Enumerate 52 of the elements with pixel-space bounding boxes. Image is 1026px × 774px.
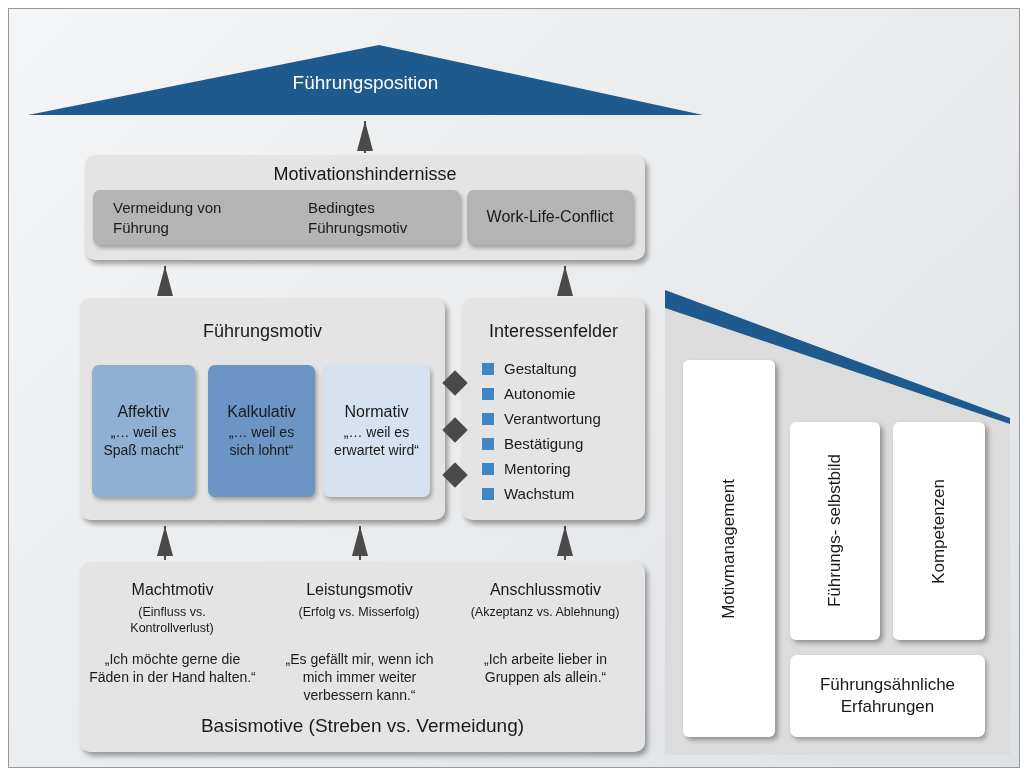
list-item: Wachstum (504, 485, 575, 502)
pillar-box (790, 422, 880, 640)
motive-title: Anschlussmotiv (488, 580, 603, 600)
arrow (557, 525, 573, 561)
arrow (352, 525, 368, 561)
motive-subtitle: (Erfolg vs. Misserfolg) (297, 604, 421, 621)
category-box (467, 190, 633, 245)
category-box (790, 655, 985, 737)
box-title: Normativ (343, 402, 410, 423)
quote-text: „… weil es sich lohnt“ (227, 423, 296, 460)
motive-subtitle: (Einfluss vs. Kontrollverlust) (129, 604, 215, 637)
pillar-box (893, 422, 985, 640)
motive-title: Machtmotiv (130, 580, 215, 600)
motive-card (208, 365, 315, 497)
panel (80, 298, 445, 520)
panel-title: Basismotive (Streben vs. Vermeidung) (199, 714, 526, 738)
pillar-box (683, 360, 775, 737)
quote-text: „… weil es Spaß macht“ (102, 423, 185, 460)
arrow (157, 265, 173, 297)
arrow (557, 265, 573, 297)
list-item: Autonomie (504, 385, 576, 402)
panel (462, 298, 645, 520)
roof-label: Führungsposition (291, 71, 440, 95)
panel (80, 562, 645, 752)
box-label: Führungs- selbstbild (825, 454, 845, 608)
panel-title: Interessenfelder (487, 320, 620, 343)
list-item: Gestaltung (504, 360, 577, 377)
box-title: Kalkulativ (226, 402, 297, 423)
quote-text: „… weil es erwartet wird“ (333, 423, 420, 460)
motive-subtitle: (Akzeptanz vs. Ablehnung) (470, 604, 620, 621)
arrow (157, 525, 173, 561)
box-label: Motivmanagement (719, 478, 739, 619)
quote-text: „Ich arbeite lieber in Gruppen als allein.“ (483, 650, 608, 687)
quote-text: „Ich möchte gerne die Fäden in der Hand halten.“ (88, 650, 257, 687)
list-item: Bestätigung (504, 435, 584, 452)
motive-card (92, 365, 195, 497)
box-title: Führungsähnliche Erfahrungen (818, 673, 957, 718)
box-label: Bedingtes Führungsmotiv (308, 198, 409, 237)
list-item: Verantwortung (504, 410, 601, 427)
box-label: Vermeidung von Führung (113, 198, 223, 237)
arrow (357, 120, 373, 154)
category-box (93, 190, 460, 245)
panel-title: Führungsmotiv (201, 320, 324, 343)
motive-card (323, 365, 430, 497)
box-title: Work-Life-Conflict (485, 207, 615, 228)
box-label: Kompetenzen (929, 478, 949, 584)
motive-title: Leistungsmotiv (305, 580, 414, 600)
panel-title: Motivationshindernisse (272, 163, 458, 186)
box-title: Affektiv (116, 402, 171, 423)
quote-text: „Es gefällt mir, wenn ich mich immer weiter verbessern kann.“ (284, 650, 435, 705)
list-item: Mentoring (504, 460, 571, 477)
panel (85, 155, 645, 260)
